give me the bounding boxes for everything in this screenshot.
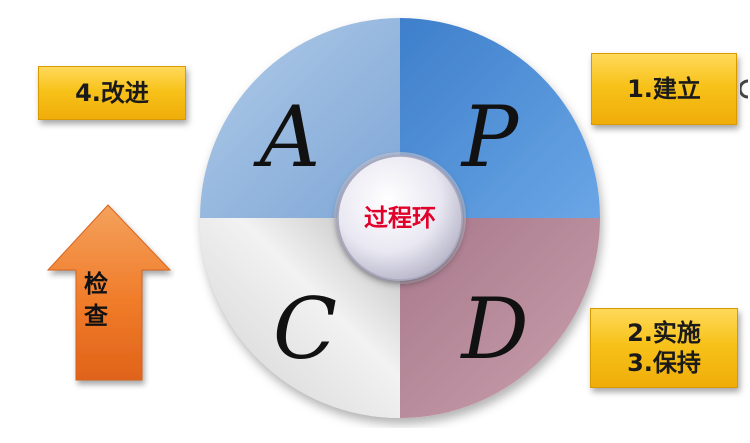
check-arrow — [45, 200, 175, 390]
improve-label: 4.改进 — [75, 79, 149, 107]
implement-box: 2.实施 3.保持 — [590, 308, 738, 388]
quadrant-p — [400, 18, 600, 218]
quadrant-a — [200, 18, 400, 218]
check-char-1: 检 — [84, 270, 108, 298]
partial-edge-icon — [740, 79, 748, 99]
letter-d: D — [459, 280, 528, 378]
implement-label-2: 3.保持 — [627, 349, 701, 377]
build-label: 1.建立 — [627, 75, 701, 103]
up-arrow-icon — [46, 204, 172, 381]
quadrant-c — [200, 218, 400, 418]
letter-a: A — [253, 88, 321, 186]
improve-box: 4.改进 — [38, 66, 186, 120]
center-label: 过程环 — [364, 204, 436, 232]
quadrant-d — [400, 218, 600, 418]
pdca-circle: A P C D 过程环 — [190, 8, 610, 428]
check-char-2: 查 — [84, 302, 108, 330]
letter-c: C — [273, 280, 337, 378]
check-label: 检 查 — [76, 268, 116, 332]
implement-label-1: 2.实施 — [627, 319, 701, 347]
center-hub — [337, 155, 463, 281]
build-box: 1.建立 — [591, 53, 737, 125]
letter-p: P — [460, 88, 520, 186]
